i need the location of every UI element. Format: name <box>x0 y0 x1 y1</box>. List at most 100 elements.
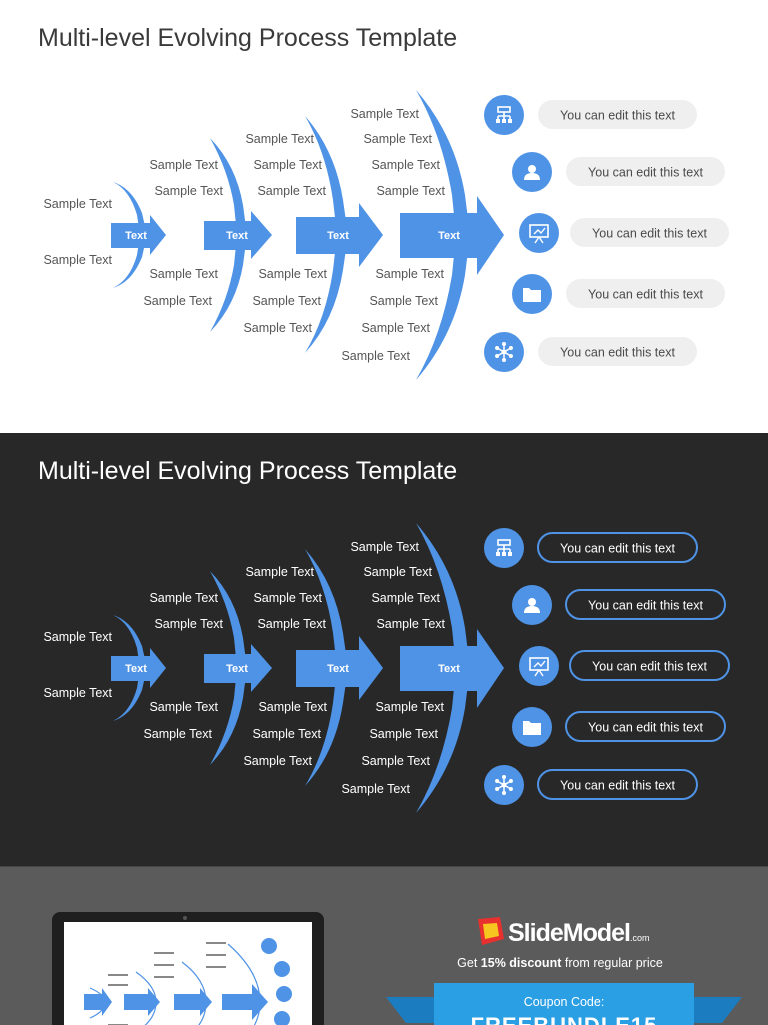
presentation-icon <box>519 646 559 686</box>
bracket-curve-3 <box>305 116 348 353</box>
laptop-camera <box>183 916 187 920</box>
sample-text[interactable]: Sample Text <box>245 132 314 146</box>
sample-text[interactable]: Sample Text <box>43 253 112 267</box>
sample-text[interactable]: Sample Text <box>43 197 112 211</box>
promo-banner: SlideModel.com Get 15% discount from reg… <box>0 866 768 1025</box>
sample-text[interactable]: Sample Text <box>258 267 327 281</box>
stage-arrow-1[interactable]: Text <box>111 215 166 255</box>
sample-text[interactable]: Sample Text <box>253 158 322 172</box>
sample-text[interactable]: Sample Text <box>361 754 430 768</box>
laptop-mockup <box>52 912 324 1025</box>
sample-text[interactable]: Sample Text <box>154 617 223 631</box>
sample-text[interactable]: Sample Text <box>363 132 432 146</box>
legend-item-2[interactable]: You can edit this text <box>512 585 726 625</box>
legend-item-1[interactable]: You can edit this text <box>484 95 697 135</box>
pill-text: You can edit this text <box>592 660 707 674</box>
sample-text[interactable]: Sample Text <box>143 727 212 741</box>
stage-arrow-label: Text <box>438 230 460 242</box>
sample-text[interactable]: Sample Text <box>43 686 112 700</box>
sample-text[interactable]: Sample Text <box>375 267 444 281</box>
sample-text[interactable]: Sample Text <box>245 565 314 579</box>
sample-text[interactable]: Sample Text <box>149 267 218 281</box>
text-pill[interactable] <box>569 650 730 681</box>
sample-text[interactable]: Sample Text <box>253 591 322 605</box>
stage-arrow-4[interactable]: Text <box>400 629 504 708</box>
legend-item-5[interactable]: You can edit this text <box>484 765 698 805</box>
pill-text: You can edit this text <box>560 542 675 556</box>
text-pill[interactable] <box>537 532 698 563</box>
pill-text: You can edit this text <box>560 779 675 793</box>
sample-text[interactable]: Sample Text <box>154 184 223 198</box>
stage-arrow-1[interactable]: Text <box>111 648 166 688</box>
sample-text[interactable]: Sample Text <box>375 700 444 714</box>
legend-item-3[interactable]: You can edit this text <box>519 646 730 686</box>
hierarchy-icon <box>484 95 524 135</box>
sample-text[interactable]: Sample Text <box>350 540 419 554</box>
bracket-curve-2 <box>210 571 247 765</box>
sample-text[interactable]: Sample Text <box>252 294 321 308</box>
legend-item-3[interactable]: You can edit this text <box>519 213 729 253</box>
hierarchy-icon <box>484 528 524 568</box>
pill-text: You can edit this text <box>560 109 675 123</box>
sample-text[interactable]: Sample Text <box>363 565 432 579</box>
stage-arrow-label: Text <box>125 663 147 675</box>
preview-thumbnail <box>84 938 292 1025</box>
bracket-curve-2 <box>210 138 247 332</box>
sample-text[interactable]: Sample Text <box>252 727 321 741</box>
stage-arrow-4[interactable]: Text <box>400 196 504 275</box>
text-pill[interactable] <box>566 279 725 308</box>
sample-text[interactable]: Sample Text <box>149 158 218 172</box>
sample-text[interactable]: Sample Text <box>369 294 438 308</box>
stage-arrow-2[interactable]: Text <box>204 644 272 692</box>
sample-text[interactable]: Sample Text <box>243 754 312 768</box>
stage-arrow-label: Text <box>438 663 460 675</box>
folder-icon <box>512 274 552 314</box>
sample-text[interactable]: Sample Text <box>341 349 410 363</box>
sample-text[interactable]: Sample Text <box>258 700 327 714</box>
sample-text[interactable]: Sample Text <box>376 184 445 198</box>
text-pill[interactable] <box>538 337 697 366</box>
text-pill[interactable] <box>565 711 726 742</box>
pill-text: You can edit this text <box>588 166 703 180</box>
sample-text[interactable]: Sample Text <box>257 617 326 631</box>
stage-arrow-3[interactable]: Text <box>296 203 383 267</box>
text-pill[interactable] <box>537 769 698 800</box>
sample-text[interactable]: Sample Text <box>149 591 218 605</box>
legend-item-1[interactable]: You can edit this text <box>484 528 698 568</box>
sample-text[interactable]: Sample Text <box>371 591 440 605</box>
sample-text[interactable]: Sample Text <box>350 107 419 121</box>
stage-arrow-label: Text <box>327 230 349 242</box>
text-pill[interactable] <box>566 157 725 186</box>
text-pill[interactable] <box>570 218 729 247</box>
stage-arrow-shape <box>296 203 383 267</box>
sample-text[interactable]: Sample Text <box>143 294 212 308</box>
network-icon <box>484 332 524 372</box>
bracket-curve-4 <box>416 90 470 380</box>
sample-text[interactable]: Sample Text <box>371 158 440 172</box>
sample-text[interactable]: Sample Text <box>257 184 326 198</box>
text-pill[interactable] <box>538 100 697 129</box>
bracket-curve-3 <box>305 549 348 786</box>
pill-text: You can edit this text <box>588 288 703 302</box>
sample-text[interactable]: Sample Text <box>149 700 218 714</box>
sample-text[interactable]: Sample Text <box>361 321 430 335</box>
legend-item-2[interactable]: You can edit this text <box>512 152 725 192</box>
sample-text[interactable]: Sample Text <box>376 617 445 631</box>
stage-arrow-shape <box>204 211 272 259</box>
pill-text: You can edit this text <box>588 721 703 735</box>
sample-text[interactable]: Sample Text <box>243 321 312 335</box>
legend-item-5[interactable]: You can edit this text <box>484 332 697 372</box>
legend-item-4[interactable]: You can edit this text <box>512 707 726 747</box>
bracket-curve-1 <box>113 615 147 721</box>
sample-text[interactable]: Sample Text <box>341 782 410 796</box>
text-pill[interactable] <box>565 589 726 620</box>
sample-text[interactable]: Sample Text <box>369 727 438 741</box>
coupon-code[interactable]: FREEBUNDLE15 <box>386 1013 742 1025</box>
slide-dark: Multi-level Evolving Process Template Te… <box>0 433 768 866</box>
legend-item-4[interactable]: You can edit this text <box>512 274 725 314</box>
stage-arrow-3[interactable]: Text <box>296 636 383 700</box>
stage-arrow-label: Text <box>226 230 248 242</box>
sample-text[interactable]: Sample Text <box>43 630 112 644</box>
stage-arrow-shape <box>296 636 383 700</box>
stage-arrow-2[interactable]: Text <box>204 211 272 259</box>
